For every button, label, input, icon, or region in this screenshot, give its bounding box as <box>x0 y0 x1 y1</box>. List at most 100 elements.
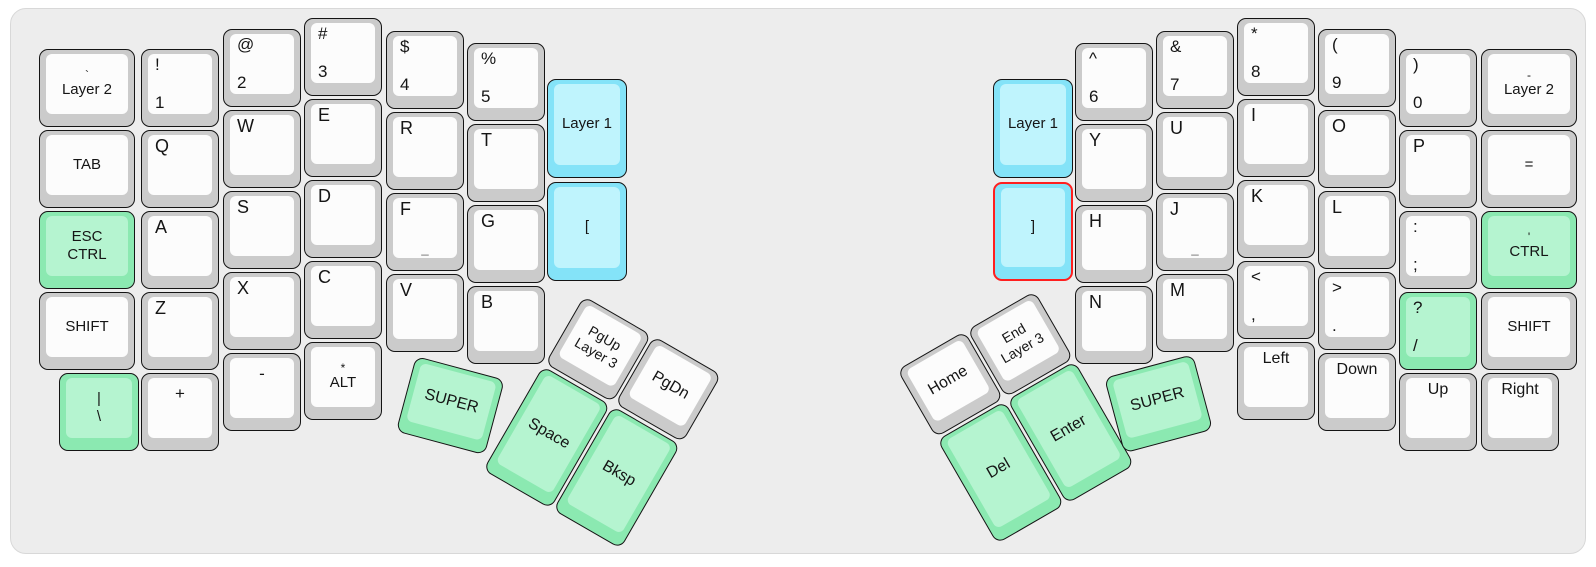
key-star-alt[interactable]: *ALT <box>304 342 382 420</box>
key-backtick-layer2-label-line0: ` <box>85 68 89 83</box>
key-minus[interactable]: - <box>223 353 301 431</box>
key-super-right-cap: SUPER <box>1112 360 1203 439</box>
key-y[interactable]: Y <box>1075 124 1153 202</box>
key-arrow-right[interactable]: Right <box>1481 373 1559 451</box>
key-quote-ctrl-label-line1: CTRL <box>1509 243 1549 261</box>
key-semicolon-label-line1: ; <box>1413 254 1418 274</box>
key-l[interactable]: L <box>1318 191 1396 269</box>
key-z[interactable]: Z <box>141 292 219 370</box>
key-arrow-up[interactable]: Up <box>1399 373 1477 451</box>
key-arrow-left[interactable]: Left <box>1237 342 1315 420</box>
key-arrow-down-label: Down <box>1336 361 1378 378</box>
key-5-label: %5 <box>481 49 534 106</box>
key-i[interactable]: I <box>1237 99 1315 177</box>
key-layer1-left[interactable]: Layer 1 <box>547 79 627 178</box>
key-layer1-right-label-line0: Layer 1 <box>1007 115 1059 133</box>
key-8[interactable]: *8 <box>1237 18 1315 96</box>
key-9[interactable]: (9 <box>1318 29 1396 107</box>
key-super-right-label-line0: SUPER <box>1128 384 1187 415</box>
key-left-bracket[interactable]: [ <box>547 182 627 281</box>
key-shift-right-label: SHIFT <box>1488 297 1570 357</box>
key-comma[interactable]: <, <box>1237 261 1315 339</box>
key-h[interactable]: H <box>1075 205 1153 283</box>
key-2-label: @2 <box>237 35 290 92</box>
key-3[interactable]: #3 <box>304 18 382 96</box>
key-a[interactable]: A <box>141 211 219 289</box>
key-tab-cap: TAB <box>46 135 128 195</box>
key-plus[interactable]: + <box>141 373 219 451</box>
key-backtick-layer2[interactable]: `Layer 2 <box>39 49 135 127</box>
key-tab[interactable]: TAB <box>39 130 135 208</box>
key-slash[interactable]: ?/ <box>1399 292 1477 370</box>
key-f[interactable]: F_ <box>386 193 464 271</box>
key-v[interactable]: V <box>386 274 464 352</box>
key-s-label: S <box>237 197 250 217</box>
key-semicolon-label-line0: : <box>1413 217 1418 236</box>
key-plus-cap: + <box>148 378 212 438</box>
key-5[interactable]: %5 <box>467 43 545 121</box>
key-c[interactable]: C <box>304 261 382 339</box>
key-e[interactable]: E <box>304 99 382 177</box>
key-b[interactable]: B <box>467 286 545 364</box>
key-q[interactable]: Q <box>141 130 219 208</box>
key-4[interactable]: $4 <box>386 31 464 109</box>
key-super-left[interactable]: SUPER <box>395 356 505 456</box>
key-pipe-backslash[interactable]: |\ <box>59 373 139 451</box>
key-j[interactable]: J_ <box>1156 193 1234 271</box>
key-right-bracket-cap: ] <box>1001 188 1065 267</box>
key-o[interactable]: O <box>1318 110 1396 188</box>
key-layer1-right[interactable]: Layer 1 <box>993 79 1073 178</box>
key-m-label: M <box>1170 280 1185 300</box>
key-x[interactable]: X <box>223 272 301 350</box>
key-0-label-line1: 0 <box>1413 92 1423 112</box>
key-home-label-line0: Home <box>925 362 971 399</box>
key-u-label: U <box>1170 118 1183 138</box>
key-pipe-backslash-label-line1: \ <box>96 407 102 425</box>
key-1[interactable]: !1 <box>141 49 219 127</box>
key-h-cap: H <box>1082 210 1146 270</box>
key-slash-cap: ?/ <box>1406 297 1470 357</box>
key-arrow-right-cap: Right <box>1488 378 1552 438</box>
key-d[interactable]: D <box>304 180 382 258</box>
key-u[interactable]: U <box>1156 112 1234 190</box>
key-minus-layer2[interactable]: -Layer 2 <box>1481 49 1577 127</box>
key-f-cap: F_ <box>393 198 457 258</box>
key-0[interactable]: )0 <box>1399 49 1477 127</box>
key-shift-left[interactable]: SHIFT <box>39 292 135 370</box>
key-w[interactable]: W <box>223 110 301 188</box>
key-backtick-layer2-cap: `Layer 2 <box>46 54 128 114</box>
key-period[interactable]: >. <box>1318 272 1396 350</box>
key-p[interactable]: P <box>1399 130 1477 208</box>
key-3-label: #3 <box>318 24 371 81</box>
key-pgdn-label: PgDn <box>628 344 713 428</box>
key-arrow-down[interactable]: Down <box>1318 353 1396 431</box>
key-equals[interactable]: = <box>1481 130 1577 208</box>
key-6[interactable]: ^6 <box>1075 43 1153 121</box>
key-9-label: (9 <box>1332 35 1385 92</box>
key-quote-ctrl[interactable]: 'CTRL <box>1481 211 1577 289</box>
key-shift-right[interactable]: SHIFT <box>1481 292 1577 370</box>
key-backtick-layer2-label: `Layer 2 <box>46 54 128 114</box>
key-t[interactable]: T <box>467 124 545 202</box>
key-7[interactable]: &7 <box>1156 31 1234 109</box>
key-super-right[interactable]: SUPER <box>1104 354 1214 454</box>
key-i-cap: I <box>1244 104 1308 164</box>
key-k[interactable]: K <box>1237 180 1315 258</box>
key-g[interactable]: G <box>467 205 545 283</box>
key-m[interactable]: M <box>1156 274 1234 352</box>
key-4-label-line1: 4 <box>400 74 410 94</box>
key-2[interactable]: @2 <box>223 29 301 107</box>
key-left-bracket-cap: [ <box>554 187 620 268</box>
key-s[interactable]: S <box>223 191 301 269</box>
key-n[interactable]: N <box>1075 286 1153 364</box>
key-semicolon[interactable]: :; <box>1399 211 1477 289</box>
key-semicolon-cap: :; <box>1406 216 1470 276</box>
key-e-label: E <box>318 105 331 125</box>
key-right-bracket[interactable]: ] <box>993 182 1073 281</box>
key-8-cap: *8 <box>1244 23 1308 83</box>
key-6-label: ^6 <box>1089 49 1142 106</box>
key-b-label: B <box>481 292 494 312</box>
key-c-cap: C <box>311 266 375 326</box>
key-r[interactable]: R <box>386 112 464 190</box>
